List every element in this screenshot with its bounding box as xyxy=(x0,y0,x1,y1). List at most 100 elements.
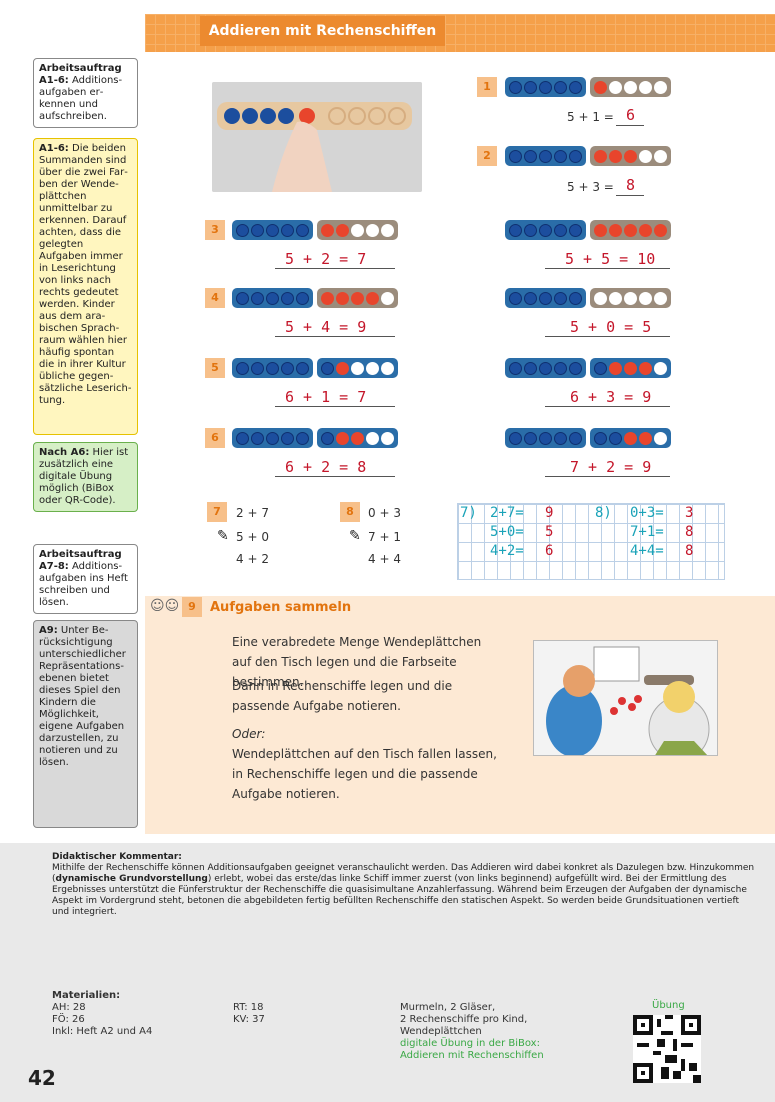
task-8-item: 0 + 3 xyxy=(368,506,401,520)
exercise-answer: 8 xyxy=(626,176,636,194)
note-hint-a1-6: A1-6: Die beiden Summanden sind über die… xyxy=(33,138,138,435)
note-text: Hier ist zusätzlich eine digitale Übung … xyxy=(39,447,129,506)
note-lead: Nach A6: xyxy=(39,447,90,458)
grid-result: 5 xyxy=(545,524,554,540)
rechenschiff-5 xyxy=(232,358,398,378)
note-a9: A9: Unter Be­rücksichtigung unterschiedl… xyxy=(33,620,138,828)
task-9-oder: Oder: xyxy=(232,727,266,741)
rechenschiff-1 xyxy=(505,77,671,97)
task-7-number: 7 xyxy=(207,502,227,522)
rechenschiff-3b xyxy=(505,220,671,240)
task-7-item: 4 + 2 xyxy=(236,552,269,566)
rechenschiff-2 xyxy=(505,146,671,166)
note-text: Additions­aufgaben ins Heft schreiben un… xyxy=(39,561,128,608)
grid-equation: 4+4= xyxy=(630,543,664,559)
materials-head: Materialien: xyxy=(52,990,121,1001)
note-head: Arbeitsauftrag xyxy=(39,549,122,560)
materials-item: RT: 18 xyxy=(233,1002,264,1013)
page-number: 42 xyxy=(28,1066,56,1090)
commentary-head: Didaktischer Kommentar: xyxy=(52,852,182,862)
note-task-a7-8: Arbeitsauftrag A7-8: Additions­aufgaben … xyxy=(33,544,138,614)
exercise-answer: 5 + 4 = 9 xyxy=(285,318,367,336)
rechenschiff-6b xyxy=(505,428,671,448)
note-digital-exercise: Nach A6: Hier ist zusätzlich eine digita… xyxy=(33,442,138,512)
grid-equation: 2+7= xyxy=(490,505,524,521)
task-7-item: 5 + 0 xyxy=(236,530,269,544)
task-8-number: 8 xyxy=(340,502,360,522)
rechenschiff-5b xyxy=(505,358,671,378)
grid-equation: 7+1= xyxy=(630,524,664,540)
rechenschiff-4b xyxy=(505,288,671,308)
exercise-answer: 5 + 0 = 5 xyxy=(570,318,652,336)
exercise-equation: 5 + 1 = xyxy=(567,110,614,124)
commentary-bold: dynamische Grundvorstellung xyxy=(55,874,208,884)
exercise-number: 2 xyxy=(477,146,497,166)
commentary-part: ) erlebt, wobei das erste/das linke Schi… xyxy=(52,874,747,917)
note-lead: A1-6: xyxy=(39,143,69,154)
materials-item: AH: 28 xyxy=(52,1002,86,1013)
grid-result: 8 xyxy=(685,524,694,540)
materials-item: 2 Rechenschiffe pro Kind, xyxy=(400,1014,528,1025)
task-8-item: 4 + 4 xyxy=(368,552,401,566)
task-8-item: 7 + 1 xyxy=(368,530,401,544)
commentary-panel xyxy=(0,843,775,953)
grid-result: 8 xyxy=(685,543,694,559)
exercise-number: 6 xyxy=(205,428,225,448)
grid-label: 8) xyxy=(595,505,612,521)
note-lead: A9: xyxy=(39,625,58,636)
rechenschiff-4 xyxy=(232,288,398,308)
grid-result: 3 xyxy=(685,505,694,521)
pencil-notebook-icon: ✎ xyxy=(349,528,361,544)
exercise-answer: 6 + 1 = 7 xyxy=(285,388,367,406)
materials-item: Murmeln, 2 Gläser, xyxy=(400,1002,496,1013)
task-9-title: Aufgaben sammeln xyxy=(210,600,352,615)
exercise-number: 3 xyxy=(205,220,225,240)
note-lead: A1-6: xyxy=(39,75,69,86)
exercise-number: 5 xyxy=(205,358,225,378)
exercise-answer: 6 + 3 = 9 xyxy=(570,388,652,406)
exercise-answer: 6 xyxy=(626,106,636,124)
grid-equation: 4+2= xyxy=(490,543,524,559)
note-head: Arbeitsauftrag xyxy=(39,63,122,74)
materials-item: Inkl: Heft A2 und A4 xyxy=(52,1026,153,1037)
exercise-equation: 5 + 3 = xyxy=(567,180,614,194)
materials-item: KV: 37 xyxy=(233,1014,265,1025)
grid-equation: 5+0= xyxy=(490,524,524,540)
task-9-paragraph: Dann in Rechenschiffe legen und die pass… xyxy=(232,679,453,713)
pencil-notebook-icon: ✎ xyxy=(217,528,229,544)
task-9-paragraph: Wendeplättchen auf den Tisch fallen lass… xyxy=(232,747,497,801)
rechenschiff-6 xyxy=(232,428,398,448)
grid-equation: 0+3= xyxy=(630,505,664,521)
commentary-part: Mithilfe der Rechenschiffe können Additi… xyxy=(52,863,755,884)
digital-exercise-link[interactable]: Addieren mit Rechenschiffen xyxy=(400,1050,544,1061)
exercise-number: 4 xyxy=(205,288,225,308)
partner-work-icon: ☺☺ xyxy=(150,598,180,614)
note-text: Die beiden Summanden sind über die zwei … xyxy=(39,143,132,406)
notebook-grid xyxy=(457,503,725,580)
grid-result: 9 xyxy=(545,505,554,521)
digital-exercise-link[interactable]: digitale Übung in der BiBox: xyxy=(400,1038,540,1049)
qr-code-icon[interactable] xyxy=(633,1015,701,1083)
exercise-answer: 6 + 2 = 8 xyxy=(285,458,367,476)
qr-label: Übung xyxy=(652,1000,685,1011)
materials-item: FÖ: 26 xyxy=(52,1014,85,1025)
exercise-number: 1 xyxy=(477,77,497,97)
grid-result: 6 xyxy=(545,543,554,559)
hand-rechenschiff-photo xyxy=(212,82,422,192)
rechenschiff-3 xyxy=(232,220,398,240)
grid-label: 7) xyxy=(460,505,477,521)
exercise-answer: 5 + 5 = 10 xyxy=(565,250,656,268)
note-text: Additions­aufgaben er­kennen und aufschr… xyxy=(39,75,123,122)
task-7-item: 2 + 7 xyxy=(236,506,269,520)
note-text: Unter Be­rücksichtigung unterschiedliche… xyxy=(39,625,126,768)
materials-item: Wendeplättchen xyxy=(400,1026,482,1037)
exercise-answer: 5 + 2 = 7 xyxy=(285,250,367,268)
exercise-answer: 7 + 2 = 9 xyxy=(570,458,652,476)
task-9-paragraph: Eine verabredete Menge Wendeplättchen au… xyxy=(232,635,482,689)
task-9-number: 9 xyxy=(182,597,202,617)
commentary-text: Didaktischer Kommentar: Mithilfe der Rec… xyxy=(52,852,757,918)
note-lead: A7-8: xyxy=(39,561,69,572)
page-title: Addieren mit Rechenschiffen xyxy=(200,16,445,46)
children-illustration xyxy=(533,640,718,756)
note-task-a1-6: Arbeitsauftrag A1-6: Additions­aufgaben … xyxy=(33,58,138,128)
